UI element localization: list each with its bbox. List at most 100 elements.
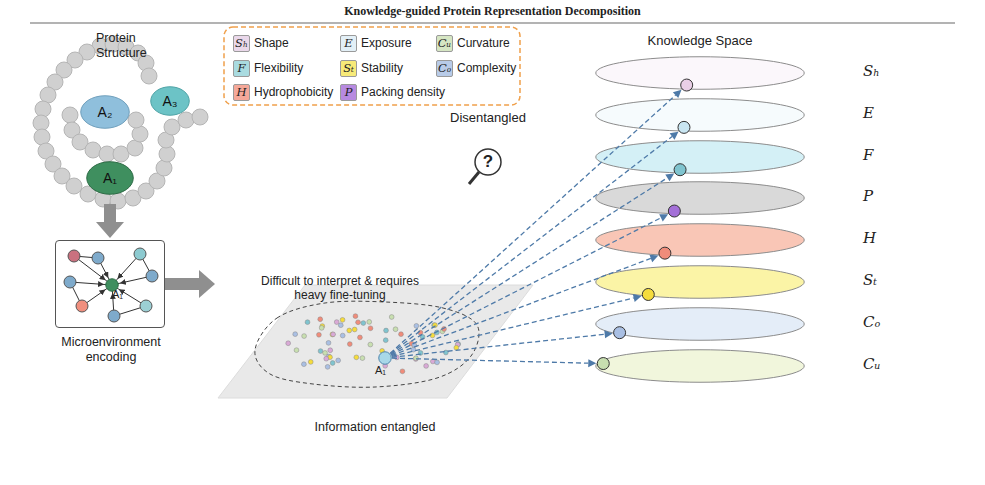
node-label: Information entangled (285, 420, 465, 435)
embedding-dot (308, 360, 313, 365)
dashed-arrow (392, 334, 605, 357)
knowledge-layer: Sₜ (595, 265, 805, 299)
representation-plane: Difficult to interpret & requires heavy … (215, 270, 535, 440)
legend-label: Curvature (457, 36, 510, 50)
knowledge-layer-shape (596, 141, 805, 174)
node-label: Cᵤ (863, 356, 880, 374)
embedding-dot (443, 350, 448, 355)
dashed-arrow (392, 358, 588, 363)
encoder-box: Microenvironment encodingA₁ (55, 240, 165, 328)
knowledge-layer-shape (596, 308, 805, 341)
connector-group (391, 121, 690, 353)
block-arrow (165, 278, 199, 290)
embedding-dot (394, 355, 399, 360)
dashed-arrow (392, 298, 634, 356)
embedding-dot (352, 327, 357, 332)
legend-label: Stability (361, 61, 403, 75)
arrow-head (199, 270, 215, 298)
arrow-head (673, 90, 682, 98)
embedding-dot (430, 333, 435, 338)
embedding-dot (338, 323, 343, 328)
node-label: P (863, 188, 873, 206)
node-label: A₁ (112, 288, 123, 301)
node-label: H (863, 230, 876, 248)
legend-frame (224, 27, 520, 105)
space-title: Knowledge Space (640, 33, 760, 48)
microenvironment-graph (64, 248, 158, 322)
arrow-head (588, 359, 596, 367)
knowledge-layer-shape (596, 266, 805, 299)
embedding-dot (414, 323, 419, 328)
node-label: A₂ (80, 95, 130, 129)
embedding-dot (326, 340, 331, 345)
knowledge-layer-outline (595, 307, 805, 341)
header-rule (30, 23, 955, 24)
embedding-dot (347, 328, 352, 333)
embedding-dot (330, 332, 335, 337)
embedding-dot (360, 356, 365, 361)
embedding-dot (325, 364, 330, 369)
legend-label: Exposure (361, 36, 412, 50)
legend-symbol: Cᵤ (436, 35, 453, 52)
embedding-dot (432, 323, 437, 328)
embedding-dot (368, 342, 373, 347)
embedding-dot (384, 328, 389, 333)
embedding-dot (318, 317, 323, 322)
embedding-dots (286, 314, 461, 374)
node-label: Microenvironment encoding (41, 335, 181, 365)
residue-ellipse-shape (87, 162, 134, 195)
node-label: Cₒ (863, 314, 880, 332)
node-label: Difficult to interpret & requires heavy … (260, 274, 420, 302)
knowledge-layer-outline (595, 265, 805, 299)
embedding-dot (418, 351, 423, 356)
knowledge-layer-outline (595, 349, 805, 383)
protein-chain (33, 36, 208, 209)
embedding-dot (340, 333, 345, 338)
knowledge-layer-outline (595, 98, 805, 132)
legend-symbol: Sₕ (233, 35, 250, 52)
knowledge-layer: F (595, 140, 805, 174)
embedding-dot (420, 335, 425, 340)
arrow-head (670, 132, 679, 140)
knowledge-point (597, 358, 609, 370)
residue-ellipse-shape (81, 96, 130, 129)
legend-label: Complexity (457, 61, 516, 75)
embedding-dot (361, 321, 366, 326)
connector-group (165, 270, 215, 298)
knowledge-layer-shape (596, 57, 805, 90)
knowledge-layer-outline (595, 181, 805, 215)
knowledge-layer-shape (596, 99, 805, 132)
embedding-dot (324, 356, 329, 361)
node-label: E (863, 105, 874, 123)
connector-group (391, 164, 686, 355)
embedding-dot (317, 332, 322, 337)
entangled-boundary (255, 301, 479, 387)
embedding-dot (330, 361, 335, 366)
embedding-dot (414, 356, 419, 361)
center-residue: A₁ (105, 278, 119, 292)
embedding-dot (318, 349, 323, 354)
node-label: F (863, 147, 873, 165)
connector-group (390, 79, 693, 353)
legend-label: Packing density (361, 85, 445, 99)
embedding-dot (442, 327, 447, 332)
legend-label: Flexibility (254, 61, 303, 75)
legend-label: Hydrophobicity (254, 85, 333, 99)
knowledge-layer: E (595, 98, 805, 132)
embedding-dot (340, 317, 345, 322)
embedding-dot (305, 320, 310, 325)
embedding-dot (331, 332, 336, 337)
embedding-dot (302, 334, 307, 339)
arrow-head (604, 330, 612, 338)
embedding-dot (433, 323, 438, 328)
residue-ellipse-shape (151, 87, 190, 116)
embedding-dot (424, 364, 429, 369)
knowledge-layer-shape (596, 182, 805, 215)
embedding-dot (323, 351, 328, 356)
legend-symbol: Cₒ (436, 60, 453, 77)
embedding-dot (434, 330, 439, 335)
residue-point-outline (378, 351, 392, 365)
arrow-head (659, 214, 668, 221)
knowledge-layer: Sₕ (595, 56, 805, 90)
arrow-head (665, 173, 674, 181)
